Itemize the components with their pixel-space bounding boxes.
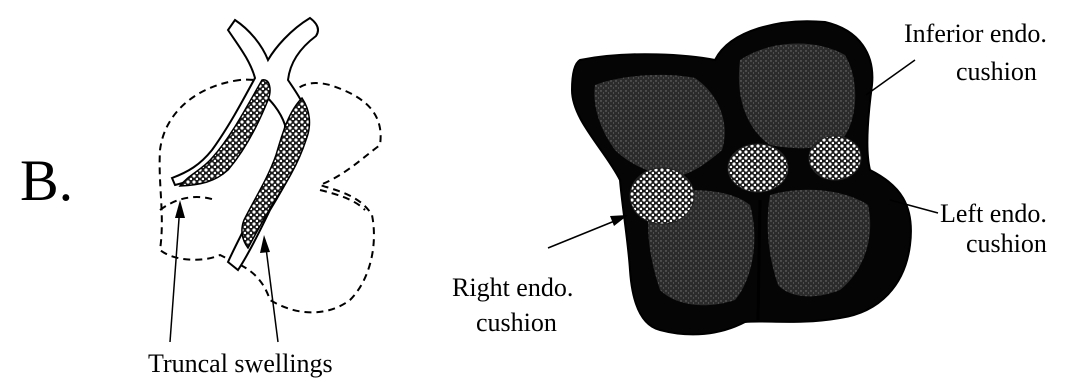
right-endo-cushion xyxy=(630,168,694,224)
label-inferior-line2: cushion xyxy=(956,57,1037,86)
arrow-truncal-left xyxy=(170,205,180,342)
arrowhead-truncal-right xyxy=(260,235,270,253)
septum-line xyxy=(758,200,760,320)
label-inferior-line1: Inferior endo. xyxy=(904,19,1047,48)
central-endo-cushion xyxy=(728,144,788,192)
label-truncal-swellings: Truncal swellings xyxy=(148,349,333,378)
left-endo-cushion xyxy=(809,136,861,180)
left-heart-figure: Truncal swellings xyxy=(148,18,381,378)
arrowhead-truncal-left xyxy=(175,200,185,218)
right-heart-figure: Inferior endo. cushion Left endo. cushio… xyxy=(452,19,1047,337)
panel-label: B. xyxy=(20,148,73,213)
label-left-line2: cushion xyxy=(966,229,1047,258)
label-right-line1: Right endo. xyxy=(452,273,573,302)
label-right-line2: cushion xyxy=(476,308,557,337)
label-left-line1: Left endo. xyxy=(940,199,1047,228)
arrow-right-cushion xyxy=(548,218,622,248)
